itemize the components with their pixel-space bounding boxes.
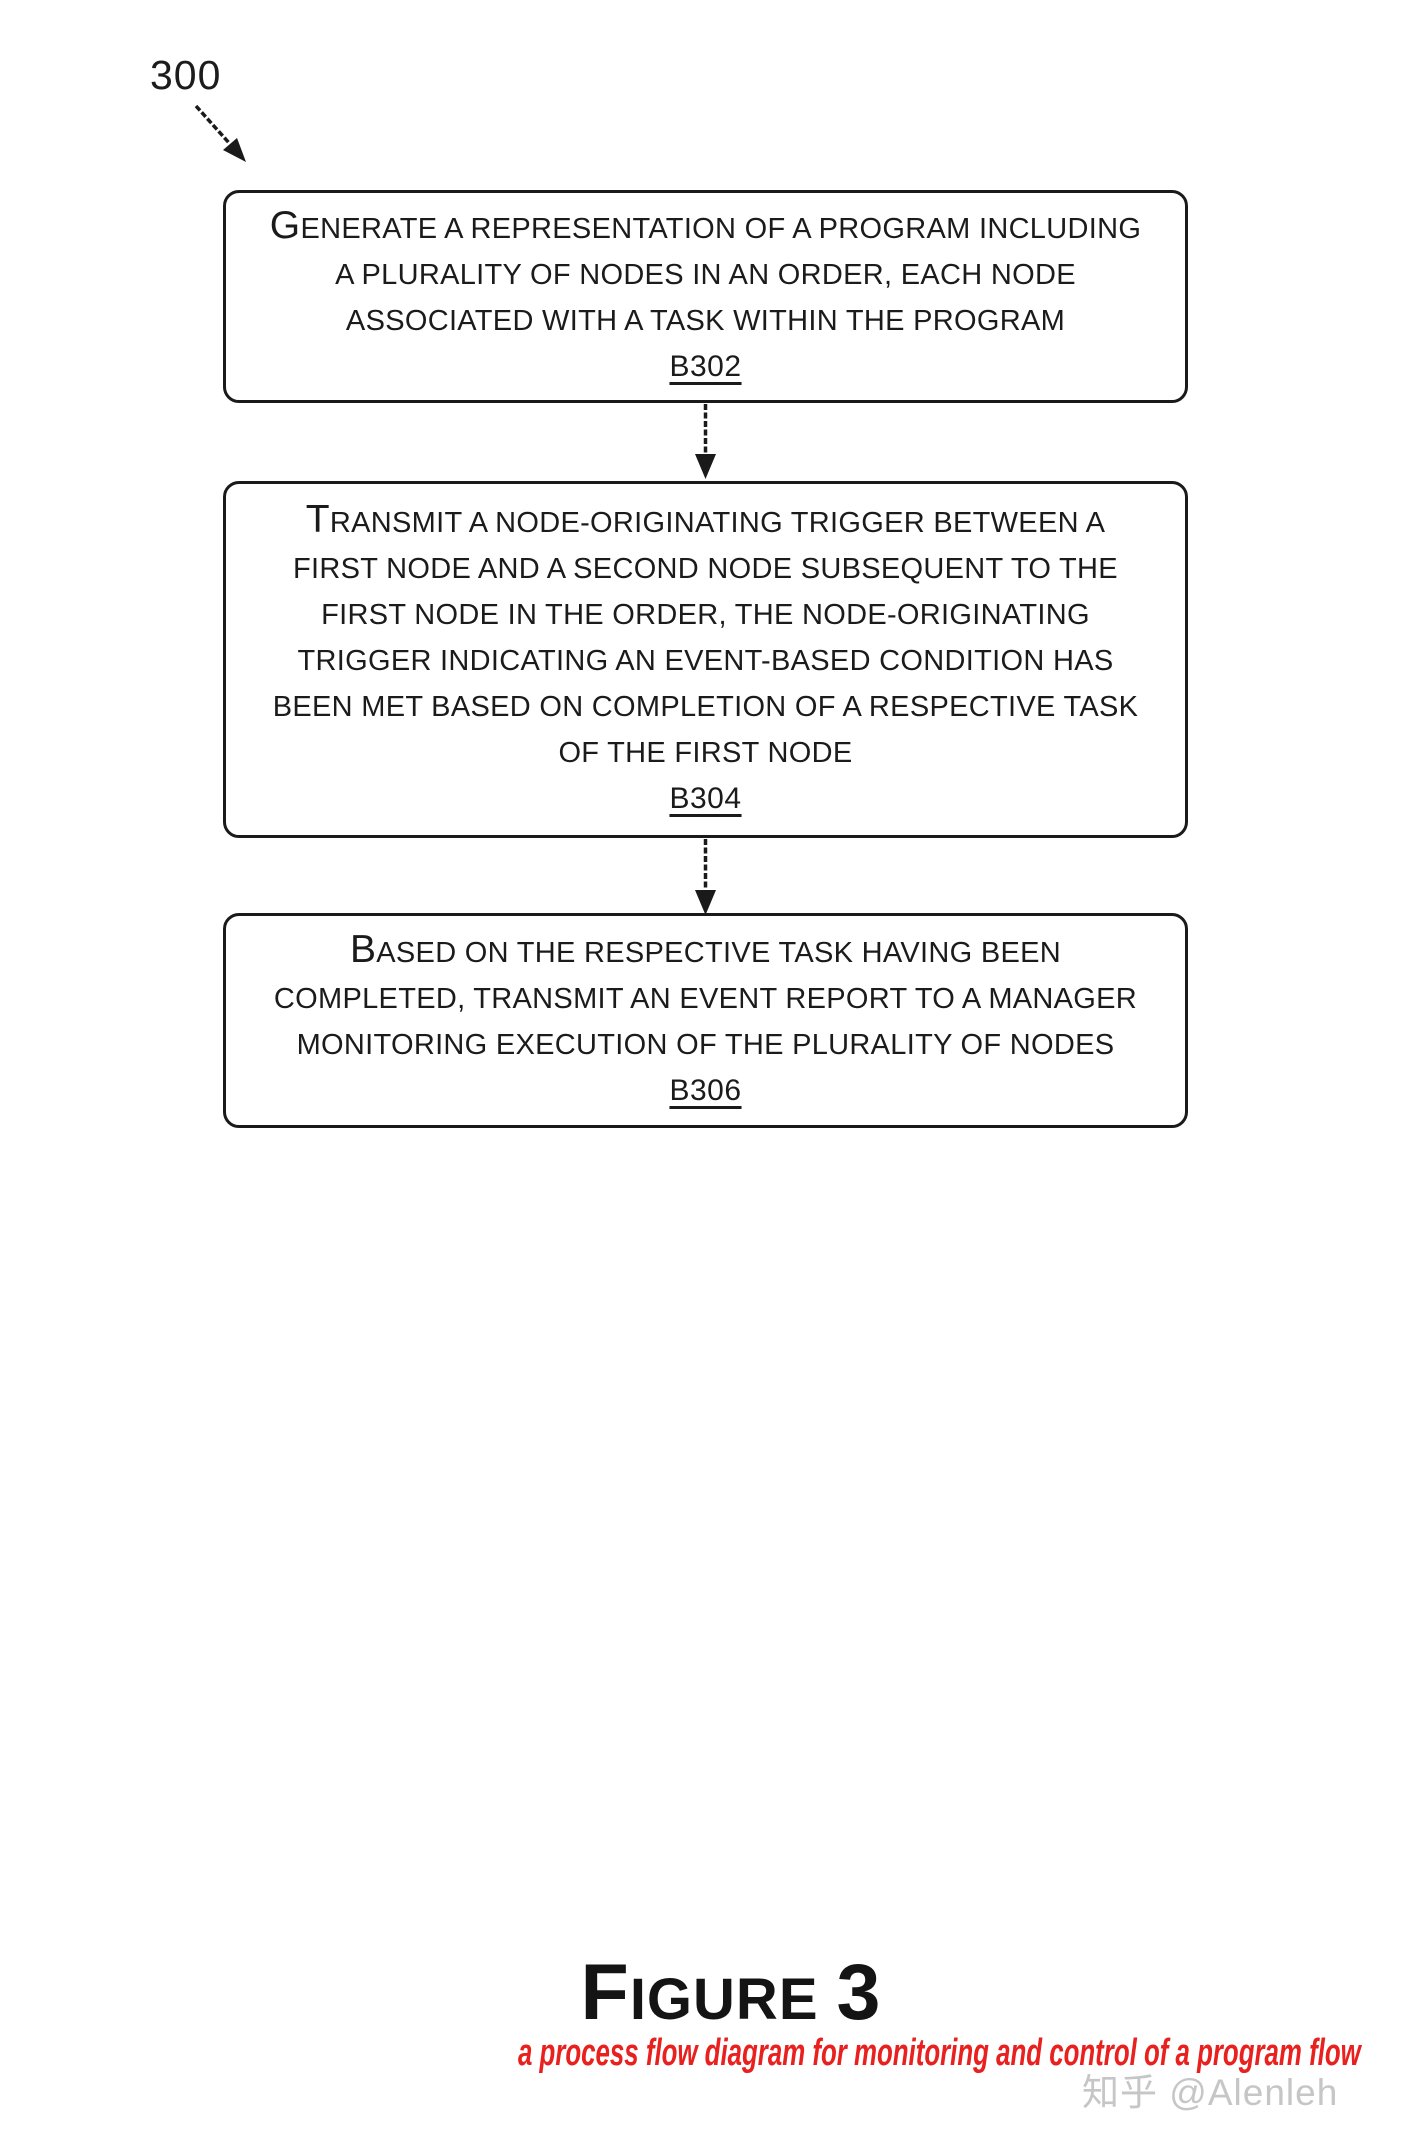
flow-step-b306: BASED ON THE RESPECTIVE TASK HAVING BEEN… — [223, 913, 1188, 1128]
connector-arrow-down-1 — [695, 404, 716, 479]
reference-pointer-arrow — [194, 104, 246, 162]
figure-title-initial: F — [580, 1947, 630, 2036]
figure-title-body: IGURE — [629, 1967, 819, 2032]
flow-step-b302-text: GENERATE A REPRESENTATION OF A PROGRAM I… — [269, 204, 1142, 337]
flow-step-b302: GENERATE A REPRESENTATION OF A PROGRAM I… — [223, 190, 1188, 403]
figure-reference-number: 300 — [150, 52, 222, 98]
flow-step-b306-text: BASED ON THE RESPECTIVE TASK HAVING BEEN… — [273, 928, 1138, 1061]
figure-title-number: 3 — [836, 1947, 882, 2036]
figure-caption: a process flow diagram for monitoring an… — [518, 2032, 1361, 2074]
watermark-text: 知乎 @Alenleh — [1082, 2072, 1339, 2113]
flow-step-b306-ref: B306 — [669, 1074, 742, 1107]
flow-step-b304: TRANSMIT A NODE-ORIGINATING TRIGGER BETW… — [223, 481, 1188, 838]
flow-step-b304-text: TRANSMIT A NODE-ORIGINATING TRIGGER BETW… — [272, 498, 1139, 769]
connector-arrow-down-2 — [695, 839, 716, 915]
flow-step-b302-ref: B302 — [669, 350, 742, 383]
flow-step-b304-ref: B304 — [669, 782, 742, 815]
